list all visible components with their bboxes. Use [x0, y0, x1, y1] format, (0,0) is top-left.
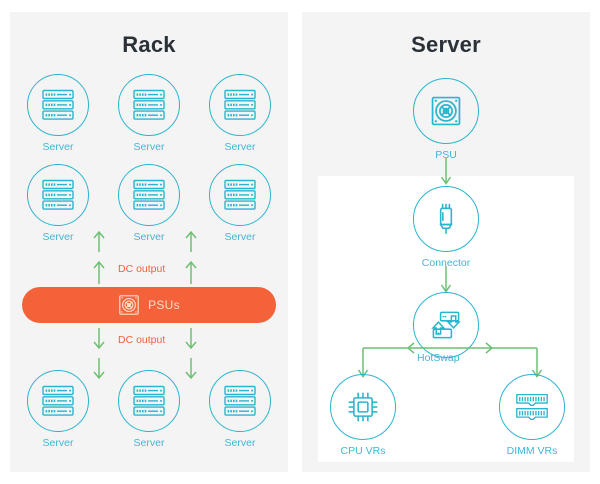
server-connector-node[interactable]: Connector: [413, 186, 479, 269]
server-cpu-vrs-label: CPU VRs: [340, 445, 386, 457]
server-rack-icon: [209, 370, 271, 432]
connector-to-hotswap-arrow: [440, 266, 452, 293]
rack-server-label-3: Server: [224, 141, 256, 153]
rack-server-label-7: Server: [42, 437, 74, 449]
rack-server-node-7[interactable]: Server: [27, 370, 89, 449]
server-rack-icon: [118, 370, 180, 432]
psus-label: PSUs: [148, 298, 180, 312]
rack-server-node-9[interactable]: Server: [209, 370, 271, 449]
server-hotswap-label: HotSwap: [417, 352, 460, 364]
server-cpu-vrs-node[interactable]: CPU VRs: [330, 374, 396, 457]
cpu-chip-icon: [330, 374, 396, 440]
dc-output-label-up: DC output: [118, 263, 166, 275]
server-connector-label: Connector: [421, 257, 471, 269]
rack-server-label-8: Server: [133, 437, 165, 449]
rack-server-label-2: Server: [133, 141, 165, 153]
rack-server-node-6[interactable]: Server: [209, 164, 271, 243]
rack-server-label-9: Server: [224, 437, 256, 449]
server-rack-icon: [209, 74, 271, 136]
dc-output-label-down: DC output: [118, 334, 166, 346]
rack-server-label-5: Server: [133, 231, 165, 243]
server-rack-icon: [118, 164, 180, 226]
server-rack-icon: [27, 164, 89, 226]
dc-output-up-arrow-left: [93, 230, 105, 284]
server-rack-icon: [118, 74, 180, 136]
connector-icon: [413, 186, 479, 252]
server-psu-node[interactable]: PSU: [413, 78, 479, 161]
rack-server-label-6: Server: [224, 231, 256, 243]
rack-server-node-8[interactable]: Server: [118, 370, 180, 449]
dimm-module-icon: [499, 374, 565, 440]
rack-server-node-3[interactable]: Server: [209, 74, 271, 153]
rack-server-node-2[interactable]: Server: [118, 74, 180, 153]
rack-server-node-4[interactable]: Server: [27, 164, 89, 243]
server-rack-icon: [27, 74, 89, 136]
psu-fan-icon: [413, 78, 479, 144]
dc-output-down-arrow-right: [185, 328, 197, 380]
rack-server-node-1[interactable]: Server: [27, 74, 89, 153]
page-title-server: Server: [411, 32, 481, 57]
server-dimm-vrs-node[interactable]: DIMM VRs: [499, 374, 565, 457]
psu-to-connector-arrow: [440, 158, 452, 185]
server-psu-label: PSU: [435, 149, 457, 161]
rack-server-label-4: Server: [42, 231, 74, 243]
server-rack-icon: [209, 164, 271, 226]
server-hotswap-node[interactable]: [413, 292, 479, 358]
hotswap-icon: [413, 292, 479, 358]
rack-server-label-1: Server: [42, 141, 74, 153]
dc-output-up-arrow-right: [185, 230, 197, 284]
psu-fan-icon: [119, 295, 139, 315]
psus-bar[interactable]: PSUs: [22, 287, 276, 323]
dc-output-down-arrow-left: [93, 328, 105, 380]
server-dimm-vrs-label: DIMM VRs: [506, 445, 558, 457]
page-title-rack: Rack: [122, 32, 176, 57]
server-rack-icon: [27, 370, 89, 432]
rack-server-node-5[interactable]: Server: [118, 164, 180, 243]
